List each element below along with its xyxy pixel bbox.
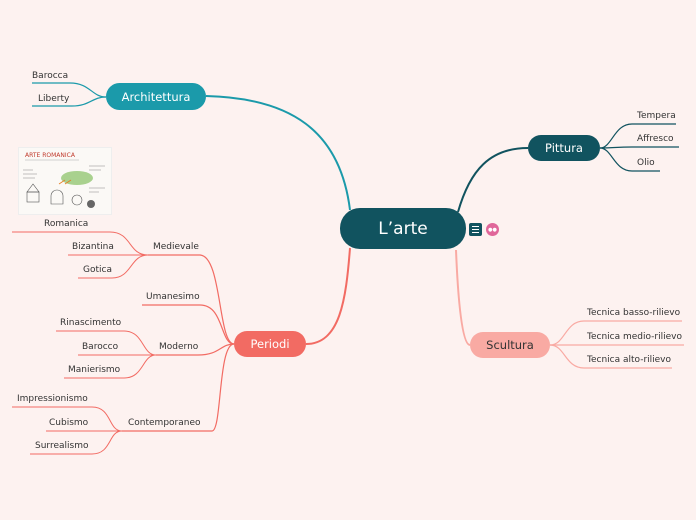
topic-affresco[interactable]: Affresco (637, 134, 674, 144)
topic-basso-rilievo[interactable]: Tecnica basso-rilievo (587, 308, 680, 318)
topic-manierismo[interactable]: Manierismo (68, 365, 120, 375)
topic-barocca[interactable]: Barocca (32, 71, 68, 81)
topic-surrealismo[interactable]: Surrealismo (35, 441, 88, 451)
notes-icon[interactable] (469, 223, 482, 236)
topic-medio-rilievo[interactable]: Tecnica medio-rilievo (587, 332, 682, 342)
topic-bizantina[interactable]: Bizantina (72, 242, 114, 252)
central-topic[interactable]: L’arte (340, 208, 466, 249)
romanica-image[interactable]: ARTE ROMANICA (18, 147, 112, 215)
topic-rinascimento[interactable]: Rinascimento (60, 318, 121, 328)
topic-impressionismo[interactable]: Impressionismo (17, 394, 88, 404)
topic-umanesimo[interactable]: Umanesimo (146, 292, 200, 302)
branch-architettura[interactable]: Architettura (106, 83, 206, 110)
topic-olio[interactable]: Olio (637, 158, 655, 168)
topic-romanica[interactable]: Romanica (44, 219, 88, 229)
thumbnail-title: ARTE ROMANICA (25, 152, 76, 159)
branch-periodi[interactable]: Periodi (234, 331, 306, 357)
romanica-sketch-illustration: ARTE ROMANICA (19, 148, 111, 214)
branch-scultura[interactable]: Scultura (470, 332, 550, 358)
topic-tempera[interactable]: Tempera (637, 111, 676, 121)
branch-pittura-label: Pittura (545, 141, 583, 155)
topic-alto-rilievo[interactable]: Tecnica alto-rilievo (587, 355, 671, 365)
branch-architettura-label: Architettura (122, 90, 191, 104)
branch-periodi-label: Periodi (250, 337, 289, 351)
topic-medievale[interactable]: Medievale (153, 242, 199, 252)
topic-liberty[interactable]: Liberty (38, 94, 69, 104)
topic-barocco[interactable]: Barocco (82, 342, 118, 352)
topic-cubismo[interactable]: Cubismo (49, 418, 88, 428)
topic-contemporaneo[interactable]: Contemporaneo (128, 418, 201, 428)
central-topic-label: L’arte (378, 219, 427, 239)
branch-scultura-label: Scultura (486, 338, 534, 352)
topic-moderno[interactable]: Moderno (159, 342, 198, 352)
topic-gotica[interactable]: Gotica (83, 265, 112, 275)
sticker-icon[interactable]: ●● (486, 223, 499, 236)
branch-pittura[interactable]: Pittura (528, 135, 600, 161)
